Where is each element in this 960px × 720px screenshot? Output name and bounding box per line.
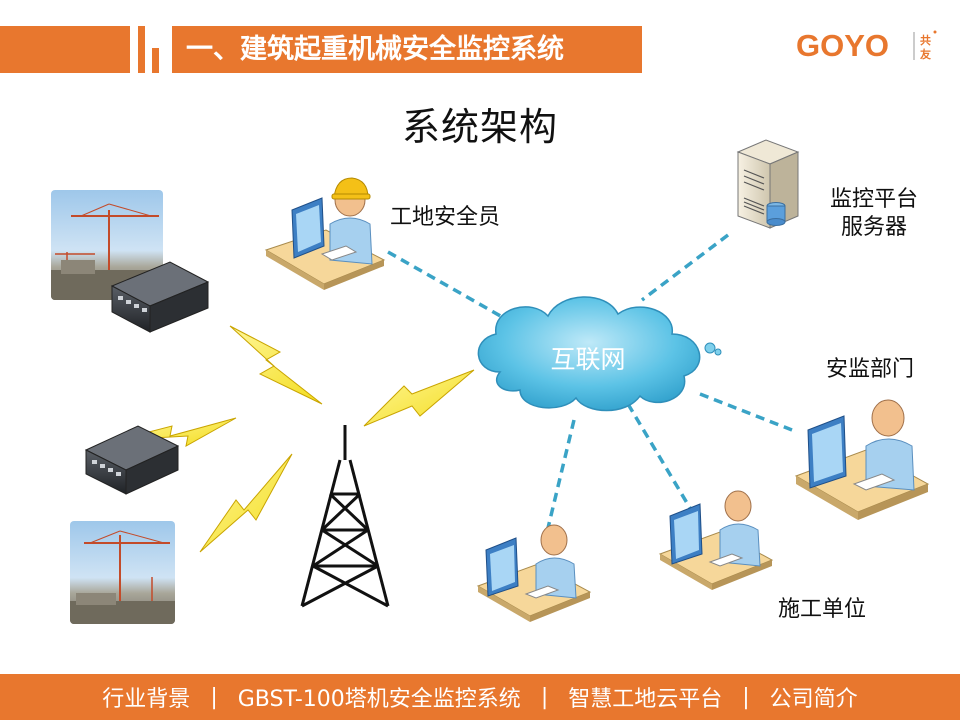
header-accent-tick bbox=[152, 48, 159, 73]
label-site-safety-officer: 工地安全员 bbox=[390, 205, 501, 230]
goyo-logo: GOYO 共 友 bbox=[796, 22, 956, 68]
page-title: 一、建筑起重机械安全监控系统 bbox=[172, 26, 642, 73]
label-monitor-server-line2: 服务器 bbox=[840, 215, 907, 240]
link-officer bbox=[387, 250, 505, 320]
link-user-bottom bbox=[546, 419, 576, 529]
svg-text:友: 友 bbox=[920, 47, 931, 61]
footer-link-smart-site-cloud[interactable]: 智慧工地云平台 bbox=[568, 687, 723, 712]
monitor-device-icon bbox=[110, 261, 210, 333]
footer-separator: | bbox=[210, 684, 218, 710]
lightning-icon bbox=[199, 453, 293, 553]
footer-nav: 行业背景 | GBST-100塔机安全监控系统 | 智慧工地云平台 | 公司简介 bbox=[0, 674, 960, 720]
header-accent-bar bbox=[0, 26, 130, 73]
header-accent-tick bbox=[138, 26, 145, 73]
link-server bbox=[640, 233, 730, 302]
computer-user-icon bbox=[794, 399, 930, 520]
server-icon bbox=[736, 139, 800, 229]
footer-separator: | bbox=[540, 684, 549, 710]
label-safety-supervision: 安监部门 bbox=[826, 357, 915, 382]
worker-helmet-icon bbox=[264, 177, 386, 290]
label-monitor-server-line1: 监控平台 bbox=[829, 187, 918, 212]
computer-user-icon bbox=[658, 490, 774, 590]
cell-tower-icon bbox=[300, 425, 390, 608]
lightning-icon bbox=[117, 417, 237, 447]
footer-link-gbst-100[interactable]: GBST-100塔机安全监控系统 bbox=[237, 687, 521, 712]
cloud-label: 互联网 bbox=[550, 345, 625, 374]
link-construction bbox=[626, 403, 692, 509]
crane-photo bbox=[70, 521, 175, 624]
diagram-title: 系统架构 bbox=[401, 105, 558, 149]
logo-text: GOYO bbox=[796, 28, 889, 63]
link-supervision bbox=[699, 392, 793, 432]
monitor-device-icon bbox=[84, 425, 180, 495]
lightning-icon bbox=[229, 325, 323, 405]
footer-link-company-intro[interactable]: 公司简介 bbox=[769, 687, 858, 712]
footer-separator: | bbox=[742, 684, 750, 710]
footer-link-industry-background[interactable]: 行业背景 bbox=[102, 687, 191, 712]
computer-user-icon bbox=[476, 524, 592, 622]
label-construction-unit: 施工单位 bbox=[778, 597, 867, 622]
cloud-icon: 互联网 bbox=[477, 296, 722, 412]
svg-text:共: 共 bbox=[920, 33, 931, 47]
label-monitor-server: 监控平台 服务器 bbox=[814, 186, 934, 242]
lightning-icon bbox=[363, 369, 475, 427]
